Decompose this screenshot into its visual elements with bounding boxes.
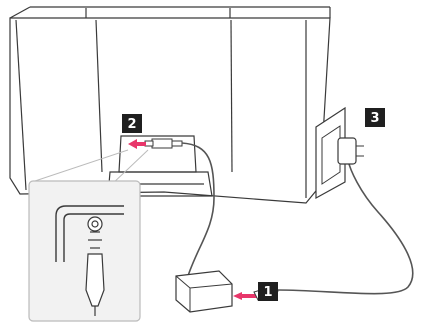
power-adapter [175,270,233,313]
step-badge-2-label: 2 [127,117,136,132]
dc-jack-detail [85,216,105,316]
step2-arrow [128,139,146,149]
step1-arrow [233,292,258,300]
step-badge-1-label: 1 [263,285,272,300]
dc-plug [144,138,183,149]
dc-cable [181,142,215,283]
step-badge-3-label: 3 [370,111,379,126]
wall-outlet [315,106,346,200]
step-badge-2: 2 [122,114,142,133]
ac-cable [277,159,414,295]
detail-panel-edge [55,205,124,262]
monitor-back [9,6,331,204]
port-detail-callout [28,180,141,322]
step-badge-3: 3 [365,108,385,127]
wall-plug [337,137,364,165]
step-badge-1: 1 [258,282,278,301]
callout-leader [31,149,149,187]
